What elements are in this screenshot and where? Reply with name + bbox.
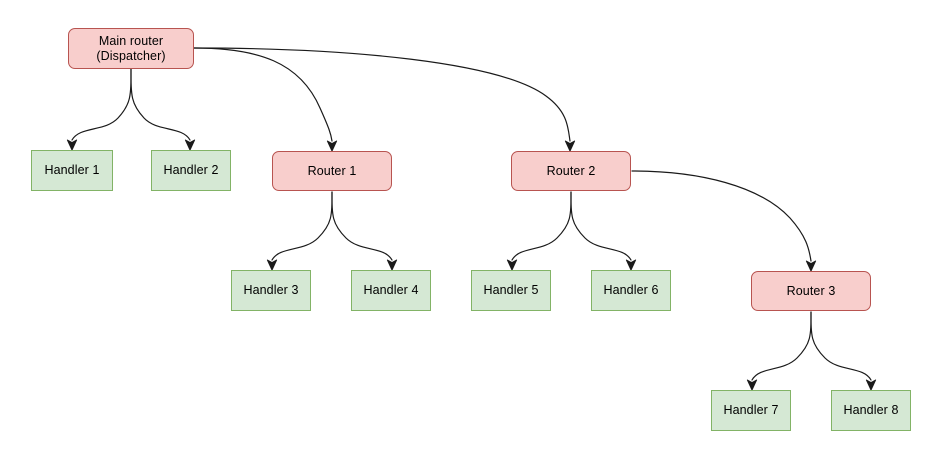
edge-line	[331, 191, 393, 261]
node-router-3[interactable]: Router 3	[751, 271, 871, 311]
edge-line	[631, 170, 812, 262]
node-label: Handler 1	[44, 163, 100, 177]
edge-router-2-to-handler-6	[570, 191, 637, 271]
edge-line	[130, 68, 191, 141]
edge-router-3-to-handler-7	[746, 311, 812, 391]
node-router-2[interactable]: Router 2	[511, 151, 631, 191]
node-label: Router 3	[786, 283, 836, 298]
edge-router-1-to-handler-4	[331, 191, 398, 271]
node-handler-3[interactable]: Handler 3	[231, 270, 311, 311]
node-main-router[interactable]: Main router (Dispatcher)	[68, 28, 194, 69]
node-label: Handler 4	[363, 283, 419, 297]
edge-arrowhead	[506, 259, 518, 271]
edge-router-3-to-handler-8	[810, 311, 877, 391]
edge-arrowhead	[266, 259, 278, 271]
node-label: Main router (Dispatcher)	[96, 33, 166, 63]
node-router-1[interactable]: Router 1	[272, 151, 392, 191]
edge-main-to-handler-2	[130, 68, 196, 151]
edge-arrowhead	[746, 379, 758, 391]
edge-line	[751, 311, 812, 381]
node-label: Handler 6	[603, 283, 659, 297]
edge-arrowhead	[66, 139, 78, 151]
node-label: Handler 2	[163, 163, 219, 177]
edge-router-1-to-handler-3	[266, 191, 333, 271]
node-label: Router 2	[546, 163, 596, 178]
node-label: Handler 7	[723, 403, 779, 417]
edge-line	[511, 191, 572, 261]
node-handler-1[interactable]: Handler 1	[31, 150, 113, 191]
node-handler-4[interactable]: Handler 4	[351, 270, 431, 311]
edge-arrowhead	[625, 259, 637, 271]
edge-line	[193, 47, 333, 142]
edge-line	[71, 68, 132, 141]
edge-arrowhead	[805, 260, 817, 272]
node-label: Router 1	[307, 163, 357, 178]
node-label: Handler 8	[843, 403, 899, 417]
edge-main-to-router-2	[193, 47, 576, 152]
edge-line	[193, 47, 571, 142]
edge-arrowhead	[564, 140, 576, 152]
edge-arrowhead	[184, 139, 196, 151]
node-handler-5[interactable]: Handler 5	[471, 270, 551, 311]
node-handler-7[interactable]: Handler 7	[711, 390, 791, 431]
edge-line	[271, 191, 333, 261]
node-handler-8[interactable]: Handler 8	[831, 390, 911, 431]
edge-line	[570, 191, 632, 261]
edge-line	[810, 311, 872, 381]
node-handler-6[interactable]: Handler 6	[591, 270, 671, 311]
edge-arrowhead	[386, 259, 398, 271]
edge-main-to-handler-1	[66, 68, 132, 151]
edge-arrowhead	[326, 140, 338, 152]
edge-router-2-to-router-3	[631, 170, 817, 272]
edge-main-to-router-1	[193, 47, 338, 152]
edge-arrowhead	[865, 379, 877, 391]
node-handler-2[interactable]: Handler 2	[151, 150, 231, 191]
node-label: Handler 3	[243, 283, 299, 297]
node-label: Handler 5	[483, 283, 539, 297]
edge-router-2-to-handler-5	[506, 191, 572, 271]
